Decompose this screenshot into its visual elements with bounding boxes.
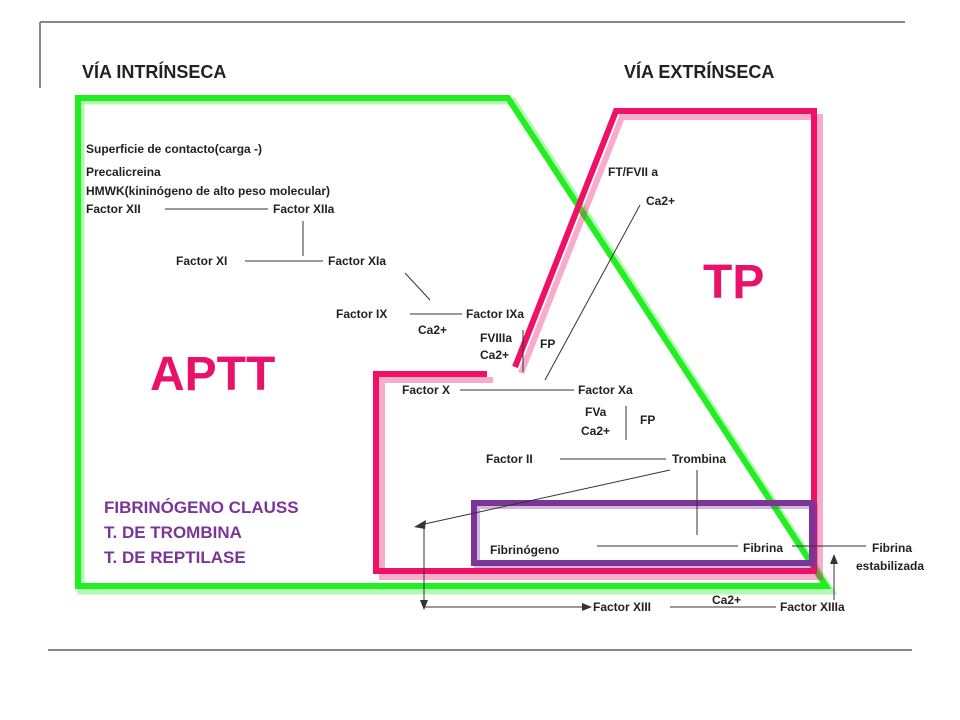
factor-xiii: Factor XIII <box>593 600 651 614</box>
arrow-head-left <box>414 520 426 529</box>
arrow-head-right <box>582 603 592 611</box>
connector-thrombin-to-xiii <box>419 469 671 526</box>
ca-extrinsic: Ca2+ <box>646 194 675 208</box>
tp-region-shadow <box>379 114 823 580</box>
fibrinogen: Fibrinógeno <box>490 543 559 557</box>
aptt-region <box>75 95 832 589</box>
test-thrombin-time: T. DE TROMBINA <box>104 523 242 542</box>
cascade-connectors <box>165 204 866 608</box>
ca-label-2: Ca2+ <box>480 348 509 362</box>
ca-label-1: Ca2+ <box>418 323 447 337</box>
fibrinogen-box-shadow <box>474 503 818 569</box>
factor-xiia: Factor XIIa <box>273 202 335 216</box>
label-aptt: APTT <box>150 348 275 401</box>
contact-surface: Superficie de contacto(carga -) <box>86 142 262 156</box>
fibrin-stabilized-1: Fibrina <box>872 541 912 555</box>
factor-ix: Factor IX <box>336 307 387 321</box>
factor-ixa: Factor IXa <box>466 307 524 321</box>
fibrin-stabilized-2: estabilizada <box>856 559 924 573</box>
fp-label-1: FP <box>540 337 555 351</box>
factor-x: Factor X <box>402 383 450 397</box>
factor-xiiia: Factor XIIIa <box>780 600 845 614</box>
factor-xi: Factor XI <box>176 254 227 268</box>
arrow-heads <box>414 520 838 611</box>
test-fibrinogen-clauss: FIBRINÓGENO CLAUSS <box>104 498 299 517</box>
thrombin: Trombina <box>672 452 726 466</box>
prekallikrein: Precalicreina <box>86 165 161 179</box>
connector-ftviia-diag <box>544 204 641 381</box>
factor-xii: Factor XII <box>86 202 141 216</box>
factor-xa: Factor Xa <box>578 383 633 397</box>
label-tp: TP <box>703 256 764 309</box>
fibrin: Fibrina <box>743 541 783 555</box>
ca-label-4: Ca2+ <box>712 593 741 607</box>
fp-label-2: FP <box>640 413 655 427</box>
hmwk: HMWK(kininógeno de alto peso molecular) <box>86 184 330 198</box>
fva: FVa <box>585 405 607 419</box>
arrow-head-down <box>420 600 428 610</box>
factor-ii: Factor II <box>486 452 533 466</box>
connector-xia-ix <box>404 272 431 301</box>
ca-label-3: Ca2+ <box>581 424 610 438</box>
fviiia: FVIIIa <box>480 331 512 345</box>
ft-fviia: FT/FVII a <box>608 165 658 179</box>
fibrinogen-box <box>471 500 815 566</box>
arrow-head-up <box>830 554 838 564</box>
header-extrinsic: VÍA EXTRÍNSECA <box>624 61 774 82</box>
test-reptilase-time: T. DE REPTILASE <box>104 548 246 567</box>
tp-region <box>373 108 817 574</box>
factor-xia: Factor XIa <box>328 254 386 268</box>
header-intrinsic: VÍA INTRÍNSECA <box>82 61 226 82</box>
